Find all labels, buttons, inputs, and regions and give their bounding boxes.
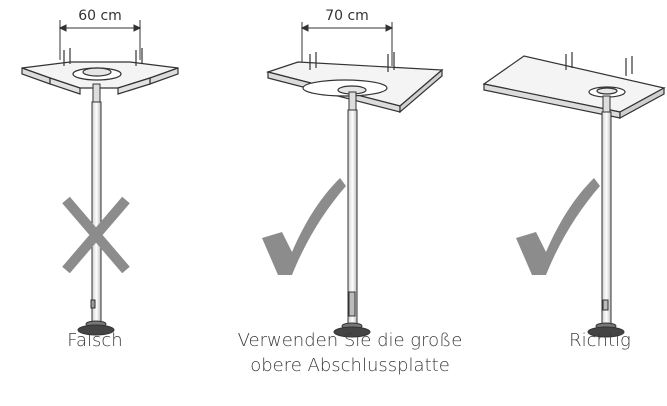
pole: [587, 95, 625, 338]
dimension-60cm: [58, 20, 142, 60]
caption-correct: Richtig: [569, 330, 631, 351]
caption-line-1: Verwenden Sie die große: [237, 330, 463, 351]
dimension-70cm: [300, 22, 394, 66]
large-ceiling-plate: [265, 52, 444, 114]
dimension-label: 70 cm: [325, 8, 369, 24]
small-ceiling-plate: [21, 48, 179, 95]
pole: [333, 91, 371, 338]
cross-mark-icon: [62, 196, 130, 274]
caption-wrong: Falsch: [67, 330, 123, 351]
panel-use-large-plate: 70 cm: [262, 8, 444, 338]
panel-wrong: 60 cm: [21, 8, 179, 336]
caption-use-large-plate: Verwenden Sie die große obere Abschlussp…: [225, 328, 475, 378]
panel-correct: [482, 52, 666, 338]
check-mark-icon: [516, 178, 600, 275]
ceiling-plate: [482, 52, 666, 120]
dimension-label: 60 cm: [78, 8, 122, 24]
check-mark-icon: [262, 178, 346, 275]
caption-line-2: obere Abschlussplatte: [250, 355, 450, 376]
pole: [77, 83, 115, 336]
